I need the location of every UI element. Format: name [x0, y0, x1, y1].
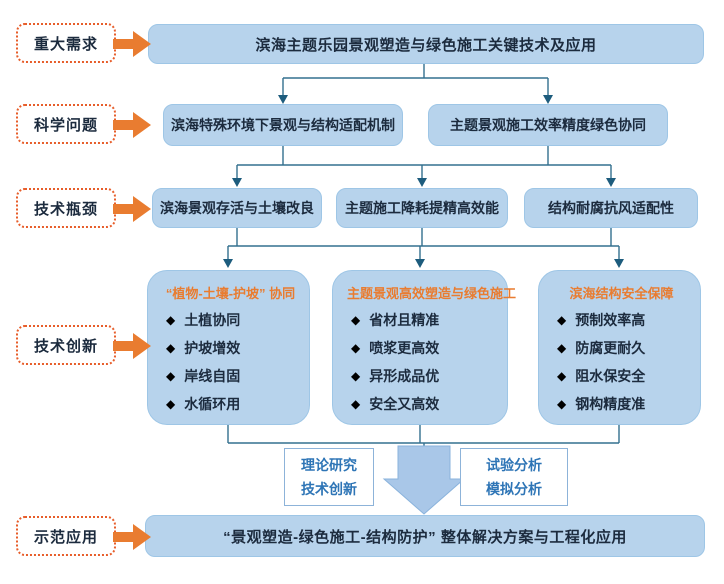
card-item: ◆安全又高效: [351, 396, 440, 412]
test-line-1: 试验分析: [486, 456, 542, 473]
card-item: ◆护坡增效: [166, 340, 241, 356]
theory-line-1: 理论研究: [301, 456, 357, 473]
card-item: ◆预制效率高: [557, 312, 646, 328]
label-tech-bottleneck: 技术瓶颈: [16, 188, 116, 228]
diamond-bullet-icon: ◆: [351, 313, 361, 327]
bottleneck-box-2: 主题施工降耗提精高效能: [336, 188, 508, 228]
big-down-arrow: [382, 445, 466, 515]
diamond-bullet-icon: ◆: [166, 397, 176, 411]
right-arrow-icon: [113, 112, 151, 138]
test-line-2: 模拟分析: [486, 481, 542, 497]
right-arrow-icon: [113, 333, 151, 359]
science-box-2: 主题景观施工效率精度绿色协同: [428, 104, 668, 146]
innovation-card-3: 滨海结构安全保障 ◆预制效率高 ◆防腐更耐久 ◆阻水保安全 ◆钢构精度准: [538, 270, 701, 425]
diamond-bullet-icon: ◆: [557, 313, 567, 327]
diamond-bullet-icon: ◆: [166, 313, 176, 327]
label-major-need: 重大需求: [16, 23, 116, 63]
science-box-1: 滨海特殊环境下景观与结构适配机制: [163, 104, 403, 146]
card-item: ◆钢构精度准: [557, 396, 646, 412]
label-science-issue: 科学问题: [16, 104, 116, 144]
theory-box: 理论研究 技术创新: [284, 448, 374, 506]
need-box: 滨海主题乐园景观塑造与绿色施工关键技术及应用: [148, 24, 704, 64]
card-item: ◆水循环用: [166, 396, 241, 412]
label-demo-application: 示范应用: [16, 516, 116, 556]
bottleneck-box-3: 结构耐腐抗风适配性: [524, 188, 698, 228]
right-arrow-icon: [113, 524, 151, 550]
test-box: 试验分析 模拟分析: [460, 448, 568, 506]
diamond-bullet-icon: ◆: [351, 397, 361, 411]
card-item: ◆异形成品优: [351, 368, 440, 384]
card-item: ◆阻水保安全: [557, 368, 646, 384]
card-item: ◆土植协同: [166, 312, 241, 328]
diamond-bullet-icon: ◆: [557, 397, 567, 411]
label-tech-innovation: 技术创新: [16, 325, 116, 365]
card-item: ◆岸线自固: [166, 368, 241, 384]
diamond-bullet-icon: ◆: [351, 369, 361, 383]
bottleneck-box-1: 滨海景观存活与土壤改良: [152, 188, 322, 228]
theory-line-2: 技术创新: [301, 481, 357, 497]
right-arrow-icon: [113, 196, 151, 222]
card-title: 主题景观高效塑造与绿色施工: [347, 286, 517, 301]
diamond-bullet-icon: ◆: [351, 341, 361, 355]
diamond-bullet-icon: ◆: [166, 369, 176, 383]
card-item: ◆防腐更耐久: [557, 340, 646, 356]
diamond-bullet-icon: ◆: [557, 341, 567, 355]
innovation-card-1: “植物-土壤-护坡” 协同 ◆土植协同 ◆护坡增效 ◆岸线自固 ◆水循环用: [147, 270, 310, 425]
card-item: ◆喷浆更高效: [351, 340, 440, 356]
innovation-card-2: 主题景观高效塑造与绿色施工 ◆省材且精准 ◆喷浆更高效 ◆异形成品优 ◆安全又高…: [332, 270, 517, 425]
card-title: “植物-土壤-护坡” 协同: [165, 286, 296, 301]
right-arrow-icon: [113, 31, 151, 57]
application-box: “景观塑造-绿色施工-结构防护” 整体解决方案与工程化应用: [145, 515, 705, 557]
card-item: ◆省材且精准: [351, 312, 440, 328]
diamond-bullet-icon: ◆: [557, 369, 567, 383]
card-title: 滨海结构安全保障: [569, 286, 674, 301]
diamond-bullet-icon: ◆: [166, 341, 176, 355]
